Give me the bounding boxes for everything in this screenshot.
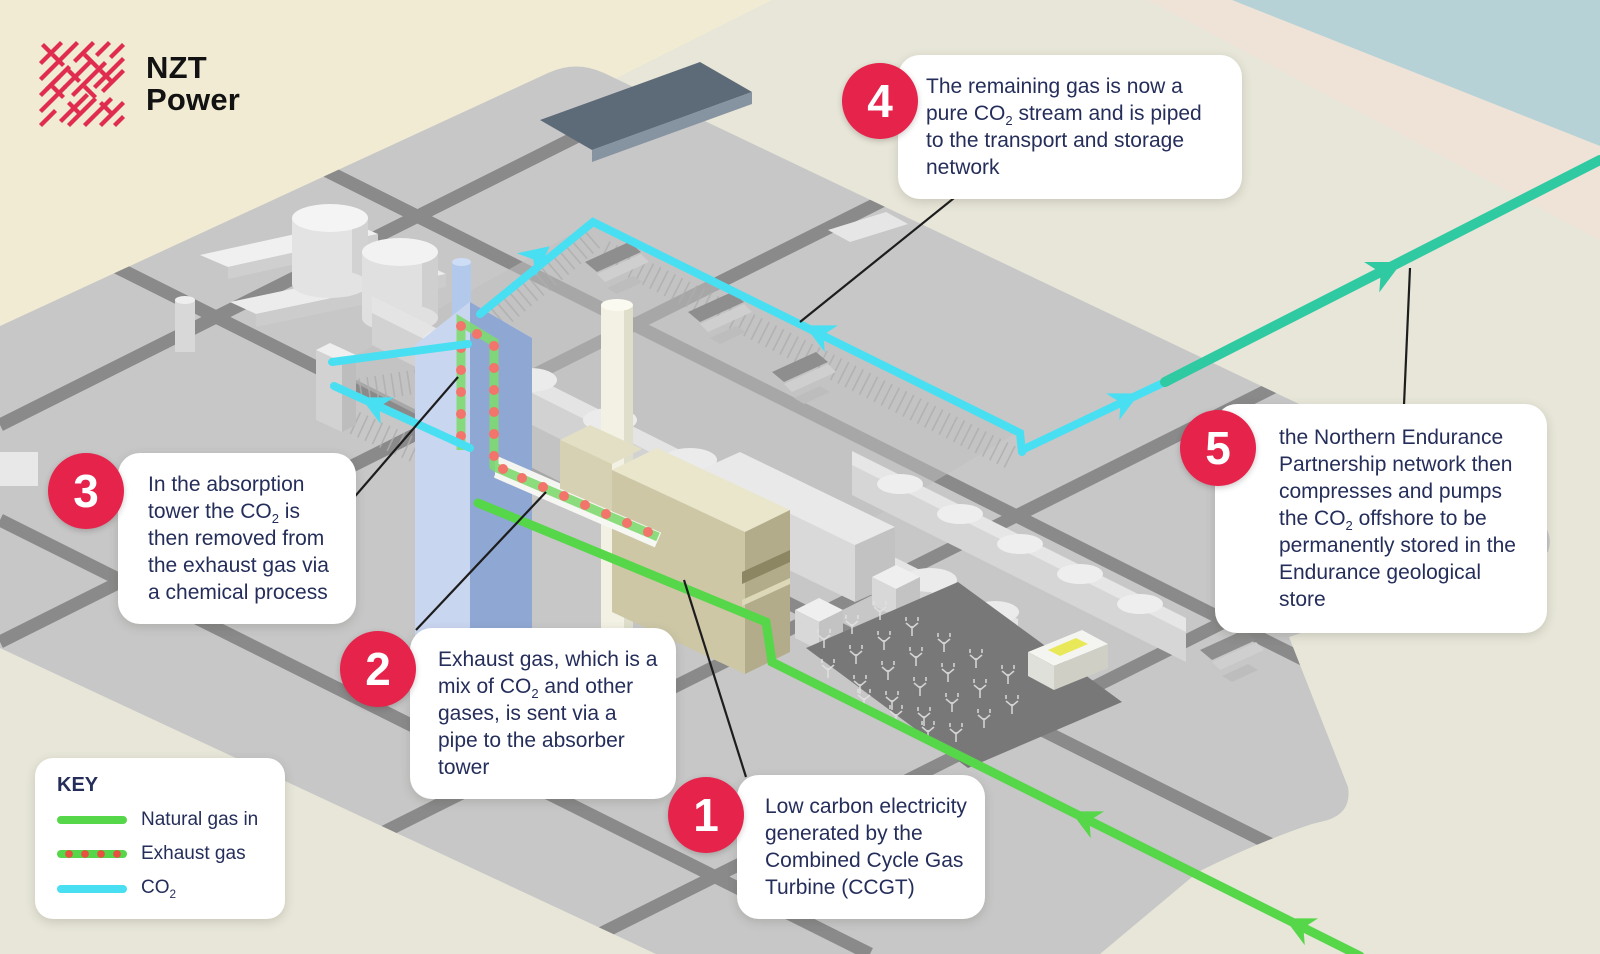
- logo-wordmark: NZT Power: [146, 52, 240, 115]
- callout-card-5: the Northern Endurance Partnership netwo…: [1215, 404, 1547, 633]
- step-badge-1: 1: [668, 777, 744, 853]
- callout-text-1: Low carbon electricity generated by the …: [765, 795, 967, 899]
- absorber-tower: [415, 258, 532, 700]
- logo-line2: Power: [146, 82, 241, 117]
- ccgt-building: [560, 425, 895, 674]
- small-roof: [828, 212, 908, 242]
- callout-text-3: In the absorption tower the CO2 is then …: [148, 473, 329, 604]
- nzt-logo-pattern-icon: [38, 40, 126, 128]
- beach-strip: [1148, 0, 1600, 240]
- callout-card-3: In the absorption tower the CO2 is then …: [118, 453, 356, 624]
- legend-item-exhaust-gas: Exhaust gas: [57, 843, 265, 865]
- step-badge-5: 5: [1180, 410, 1256, 486]
- offshore-co2-line: [1160, 155, 1600, 387]
- legend-item-natural-gas: Natural gas in: [57, 809, 265, 831]
- step-badge-2: 2: [340, 631, 416, 707]
- legend-label-natural-gas: Natural gas in: [141, 809, 259, 830]
- dark-roof-panel: [540, 62, 752, 162]
- metering-station: [1028, 630, 1108, 690]
- callout-text-5: the Northern Endurance Partnership netwo…: [1279, 426, 1516, 611]
- logo-line1: NZT: [146, 50, 207, 86]
- legend-label-co2: CO2: [141, 877, 177, 901]
- capture-compound: [330, 222, 1018, 588]
- exhaust-dots: [456, 321, 653, 537]
- natural-gas-swatch-icon: [57, 816, 127, 824]
- nzt-power-logo: NZT Power: [34, 36, 240, 132]
- legend-title: KEY: [57, 774, 99, 796]
- callout-text-2: Exhaust gas, which is a mix of CO2 and o…: [438, 648, 658, 779]
- callout-card-2: Exhaust gas, which is a mix of CO2 and o…: [410, 628, 676, 799]
- callout-text-4: The remaining gas is now a pure CO2 stre…: [926, 75, 1202, 179]
- callout-card-4: The remaining gas is now a pure CO2 stre…: [898, 55, 1242, 199]
- step-badge-4: 4: [842, 63, 918, 139]
- step-badge-3: 3: [48, 453, 124, 529]
- natural-gas-line: [473, 498, 1365, 954]
- storage-tanks: [292, 204, 438, 332]
- co2-swatch-icon: [57, 884, 127, 893]
- legend-label-exhaust-gas: Exhaust gas: [141, 843, 246, 864]
- process-train-b: [852, 451, 1186, 662]
- legend-item-co2: CO2: [57, 877, 265, 901]
- co2-pipe-line: [328, 217, 1169, 456]
- callout-card-1: Low carbon electricity generated by the …: [737, 775, 985, 919]
- legend: KEY Natural gas in Exhaust gas CO2: [35, 758, 285, 919]
- compound-fence: [334, 228, 1018, 487]
- switchyard: [806, 582, 1122, 768]
- exhaust-gas-swatch-icon: [57, 850, 127, 858]
- sea-corner: [1232, 0, 1600, 146]
